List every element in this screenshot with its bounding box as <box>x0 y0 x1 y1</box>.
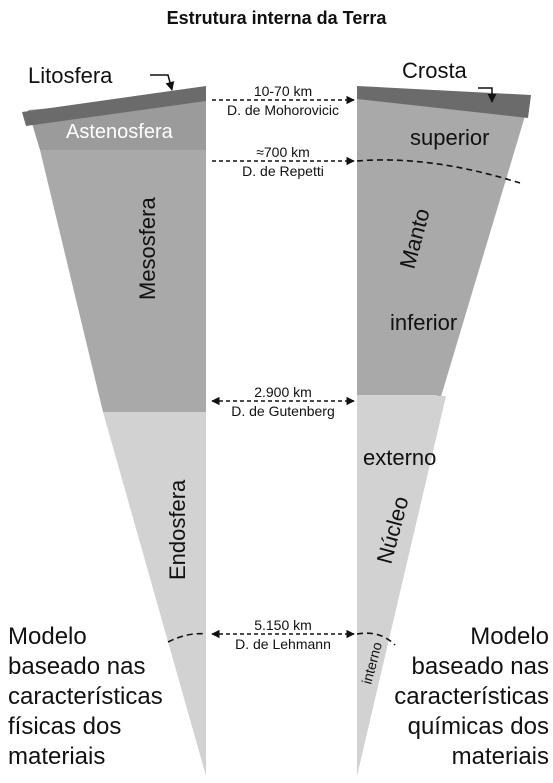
litosfera-pointer <box>150 74 175 91</box>
model-left-line: físicas dos <box>8 713 122 740</box>
lehmann-boundary-right <box>356 632 396 646</box>
model-left-line: baseado nas <box>8 653 146 680</box>
model-right-line: químicas dos <box>407 713 549 740</box>
model-left-caption: Modelo baseado nas características físic… <box>8 622 163 772</box>
litosfera-label: Litosfera <box>28 63 113 88</box>
moho-depth: 10-70 km <box>254 83 312 99</box>
repetti-boundary <box>356 159 521 184</box>
manto-superior-label: superior <box>410 125 489 150</box>
repetti-depth: ≈700 km <box>256 144 310 160</box>
model-left-line: materiais <box>8 743 106 770</box>
moho-name: D. de Mohorovicic <box>227 102 339 118</box>
lehmann-depth: 5.150 km <box>254 617 312 633</box>
litosfera-layer <box>22 86 206 126</box>
lehmann-boundary-left <box>167 632 207 643</box>
manto-inferior-label: inferior <box>390 310 457 335</box>
repetti-name: D. de Repetti <box>242 163 324 179</box>
model-left-line: Modelo <box>8 623 87 650</box>
right-wedge <box>357 86 531 776</box>
endosfera-label: Endosfera <box>165 479 190 580</box>
manto-layer <box>357 98 525 410</box>
crosta-label: Crosta <box>402 58 468 83</box>
mesosfera-label: Mesosfera <box>135 197 160 300</box>
model-right-line: Modelo <box>470 623 549 650</box>
endosfera-layer <box>103 412 206 776</box>
mesosfera-layer <box>40 150 206 412</box>
nucleo-externo-label: externo <box>363 445 436 470</box>
astenosfera-label: Astenosfera <box>66 121 174 143</box>
model-left-line: características <box>8 683 163 710</box>
left-wedge <box>22 86 206 776</box>
model-right-line: baseado nas <box>411 653 549 680</box>
nucleo-fill <box>357 396 446 776</box>
diagram-title: Estrutura interna da Terra <box>166 8 387 28</box>
crosta-pointer <box>478 87 497 103</box>
model-right-line: materiais <box>451 743 549 770</box>
gutenberg-name: D. de Gutenberg <box>231 403 335 419</box>
lehmann-name: D. de Lehmann <box>235 636 331 652</box>
model-right-line: características <box>394 683 549 710</box>
model-right-caption: Modelo baseado nas características quími… <box>394 622 549 772</box>
gutenberg-depth: 2.900 km <box>254 384 312 400</box>
